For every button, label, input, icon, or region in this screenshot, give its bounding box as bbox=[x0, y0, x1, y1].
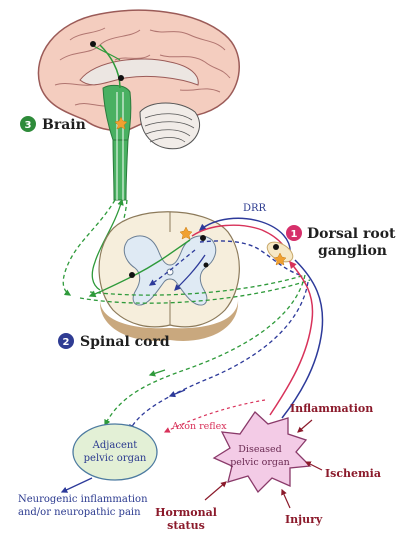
dorsal-root-ganglion bbox=[266, 241, 294, 266]
interneuron-dot bbox=[129, 272, 135, 278]
spinal-cord-label: Spinal cord bbox=[80, 334, 170, 350]
drr-label: DRR bbox=[243, 203, 267, 214]
hormonal-line1: Hormonal bbox=[155, 506, 217, 519]
efferent-blue-dashed bbox=[129, 281, 309, 432]
adjacent-organ-line1: Adjacent bbox=[92, 440, 138, 451]
brain-label-group: 3 Brain bbox=[20, 116, 86, 133]
dorsal-horn-neuron bbox=[200, 235, 206, 241]
diseased-organ-burst bbox=[212, 411, 312, 494]
drg-neuron-dot bbox=[273, 244, 279, 250]
brain-neuron-dot bbox=[90, 41, 96, 47]
axon-reflex-label: Axon reflex bbox=[171, 421, 227, 432]
ischemia-label: Ischemia bbox=[325, 467, 381, 480]
brain-illustration bbox=[37, 9, 240, 201]
diseased-pelvic-organ: Diseased pelvic organ bbox=[212, 411, 312, 494]
dorsal-horn-synapse-star bbox=[179, 226, 193, 240]
drg-synapse-star bbox=[273, 252, 287, 266]
adjacent-pelvic-organ: Adjacent pelvic organ bbox=[72, 423, 158, 481]
disease-causes: Inflammation Ischemia Injury Hormonal st… bbox=[155, 402, 381, 532]
efferent-green-dashed bbox=[104, 274, 306, 427]
diseased-organ-line1: Diseased bbox=[238, 444, 281, 455]
brain-synapse-star bbox=[114, 116, 128, 130]
axon-reflex-path bbox=[163, 399, 266, 433]
adjacent-organ-line2: pelvic organ bbox=[84, 453, 147, 464]
spinal-cord-label-group: 2 Spinal cord bbox=[58, 333, 170, 350]
hormonal-line2: status bbox=[167, 519, 205, 532]
drg-number-badge bbox=[286, 225, 302, 241]
corpus-callosum bbox=[79, 58, 199, 86]
spinal-cord-cross-section bbox=[98, 211, 240, 341]
brain-label: Brain bbox=[42, 117, 86, 133]
neurogenic-line2: and/or neuropathic pain bbox=[18, 507, 141, 518]
drg-label-group: 1 Dorsal root ganglion bbox=[286, 225, 396, 259]
drg-label-line1: Dorsal root bbox=[307, 226, 396, 242]
injury-label: Injury bbox=[285, 513, 323, 526]
spinal-number-badge bbox=[58, 333, 74, 349]
drg-label-line2: ganglion bbox=[318, 243, 387, 259]
peripheral-pathways bbox=[104, 259, 324, 433]
brain-number-badge bbox=[20, 116, 36, 132]
diseased-organ-line2: pelvic organ bbox=[230, 457, 290, 468]
spinal-badge-number: 2 bbox=[63, 337, 70, 348]
brain-badge-number: 3 bbox=[25, 120, 32, 131]
drg-badge-number: 1 bbox=[291, 229, 298, 240]
spinal-tract bbox=[112, 139, 129, 201]
brain-cord-pathways bbox=[62, 198, 128, 296]
ventral-neuron-dot bbox=[203, 262, 209, 268]
inflammation-label: Inflammation bbox=[290, 402, 373, 415]
brainstem-neuron-dot bbox=[118, 75, 124, 81]
afferent-blue bbox=[281, 259, 324, 419]
drr-loop bbox=[198, 217, 291, 256]
neurogenic-line1: Neurogenic inflammation bbox=[18, 494, 148, 505]
afferent-red bbox=[269, 260, 314, 416]
cord-meninges-shadow bbox=[99, 300, 239, 341]
